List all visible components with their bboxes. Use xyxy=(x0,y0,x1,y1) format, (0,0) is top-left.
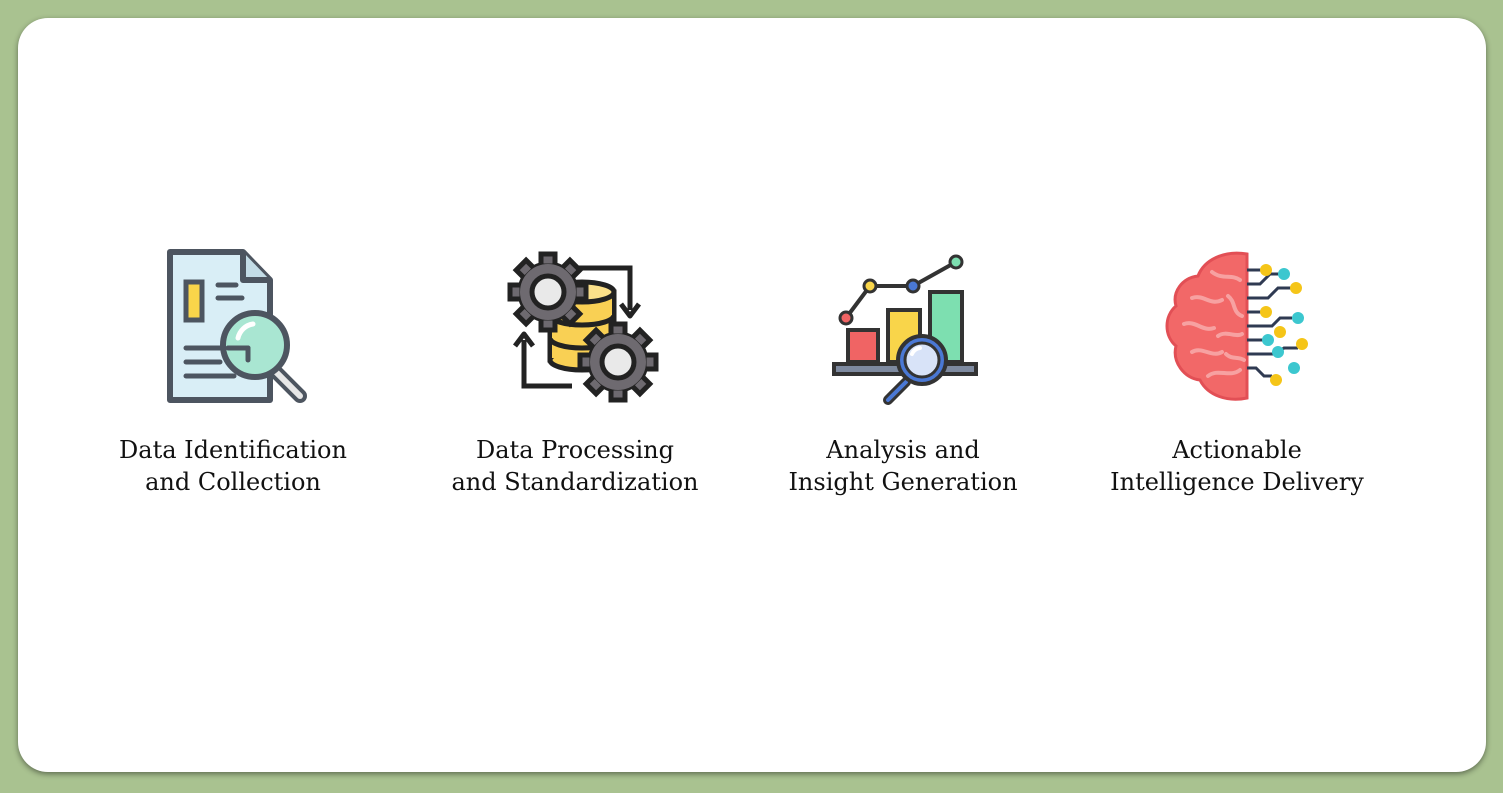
step-label-line-2: Intelligence Delivery xyxy=(1110,468,1364,496)
step-label-line-1: Data Processing xyxy=(476,436,674,464)
step-label: Analysis and Insight Generation xyxy=(738,434,1068,498)
step-label: Data Identification and Collection xyxy=(68,434,398,498)
step-label-line-1: Actionable xyxy=(1172,436,1302,464)
step-data-identification: Data Identification and Collection xyxy=(68,240,398,498)
document-search-icon xyxy=(148,240,318,410)
database-gears-icon xyxy=(490,240,660,410)
step-label-line-2: and Standardization xyxy=(451,468,699,496)
step-data-processing: Data Processing and Standardization xyxy=(410,240,740,498)
step-label-line-1: Analysis and xyxy=(826,436,980,464)
step-label-line-2: and Collection xyxy=(145,468,321,496)
chart-analysis-icon xyxy=(818,240,988,410)
step-label-line-2: Insight Generation xyxy=(788,468,1018,496)
step-actionable-intelligence: Actionable Intelligence Delivery xyxy=(1072,240,1402,498)
brain-circuit-icon xyxy=(1152,240,1322,410)
step-analysis: Analysis and Insight Generation xyxy=(738,240,1068,498)
step-label-line-1: Data Identification xyxy=(119,436,347,464)
step-label: Actionable Intelligence Delivery xyxy=(1072,434,1402,498)
step-label: Data Processing and Standardization xyxy=(410,434,740,498)
